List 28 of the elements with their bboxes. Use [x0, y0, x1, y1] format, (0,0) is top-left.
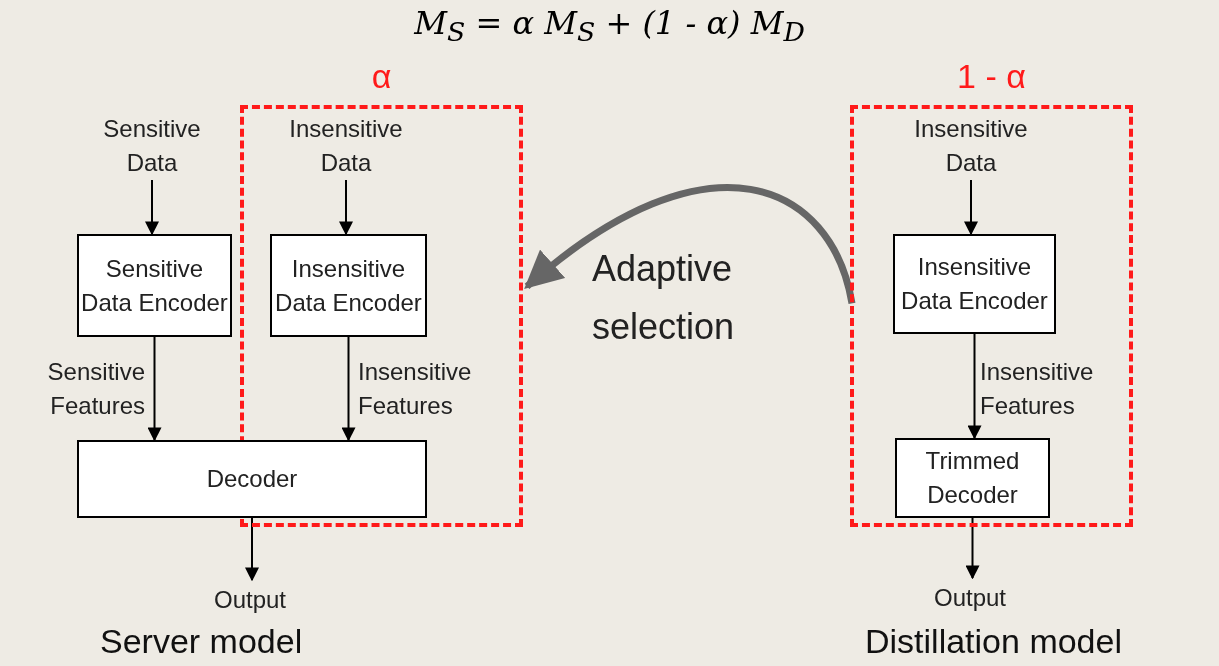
formula: M$_{S}$ = α M$_{S}$ + (1 - α) M$_{D}$: [414, 4, 805, 42]
arrow: [341, 336, 356, 442]
process-box: Insensitive Data Encoder: [270, 234, 427, 337]
process-box: Insensitive Data Encoder: [893, 234, 1056, 334]
edge-label: Insensitive Features: [980, 357, 1095, 421]
model-caption: Server model: [100, 622, 303, 661]
curved-arrow: [524, 184, 856, 305]
arrow: [245, 517, 259, 582]
arrow: [965, 517, 980, 580]
edge-label: Sensitive Features: [46, 357, 145, 421]
process-box: Trimmed Decoder: [895, 438, 1050, 518]
process-box: Decoder: [77, 440, 427, 518]
arrow: [145, 179, 159, 236]
arrow: [964, 179, 978, 236]
edge-label: Insensitive Features: [358, 357, 473, 421]
edge-label: Adaptive selection: [592, 247, 736, 349]
group-title: α: [370, 57, 393, 96]
input-label: Sensitive Data: [82, 112, 222, 180]
input-label: Insensitive Data: [268, 112, 424, 180]
input-label: Insensitive Data: [893, 112, 1049, 180]
output-label: Output: [195, 580, 305, 620]
arrow: [967, 333, 982, 440]
model-caption: Distillation model: [865, 622, 1122, 661]
arrow: [339, 179, 353, 236]
group-title: 1 - α: [956, 57, 1027, 96]
process-box: Sensitive Data Encoder: [77, 234, 232, 337]
output-label: Output: [915, 578, 1025, 618]
arrow: [147, 336, 162, 442]
